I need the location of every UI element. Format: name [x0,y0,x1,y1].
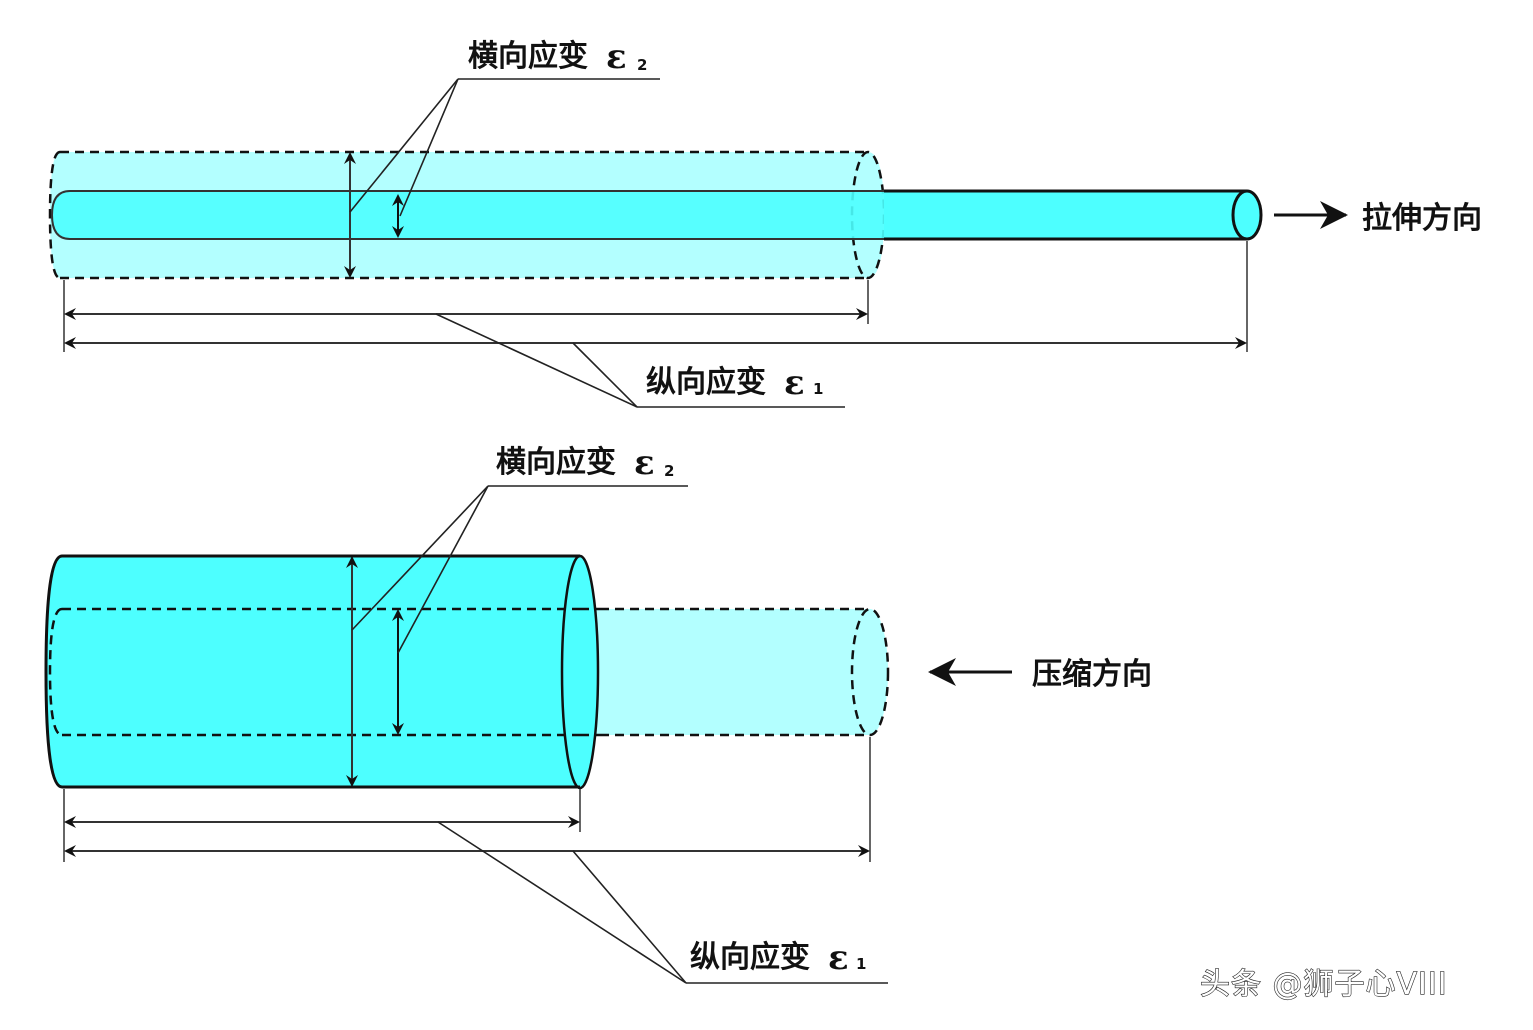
compression-longitudinal-strain-label: 纵向应变 [690,940,810,975]
watermark-text: 头条 @狮子心VIII [1200,967,1448,1002]
tension-longitudinal-strain-subscript: 1 [813,380,823,398]
tension-lateral-strain-label: 横向应变 [468,39,588,74]
compression-direction-label: 压缩方向 [1032,657,1152,692]
compression-compressed-cylinder [44,554,600,790]
compression-longitudinal-leader [437,821,888,984]
tension-panel: 横向应变 ε 2 纵向应变 ε 1 拉伸方向 [48,37,1482,408]
compression-longitudinal-strain-symbol: ε [828,938,849,978]
compression-lateral-leader [351,485,688,654]
tension-lateral-strain-symbol: ε [606,37,627,77]
compression-lateral-strain-symbol: ε [634,443,655,483]
tension-direction-label: 拉伸方向 [1362,201,1482,236]
compression-longitudinal-strain-subscript: 1 [856,955,866,973]
tension-longitudinal-strain-label: 纵向应变 [646,365,766,400]
tension-lateral-leader [349,78,660,217]
compression-lateral-strain-label: 横向应变 [496,445,616,480]
tension-longitudinal-leader [435,313,845,408]
compression-panel: 横向应变 ε 2 纵向应变 ε 1 压缩方向 [44,443,1152,984]
tension-lateral-strain-subscript: 2 [637,56,647,74]
tension-stretched-cylinder [50,189,1263,241]
compression-lateral-strain-subscript: 2 [664,462,674,480]
tension-longitudinal-strain-symbol: ε [784,363,805,403]
